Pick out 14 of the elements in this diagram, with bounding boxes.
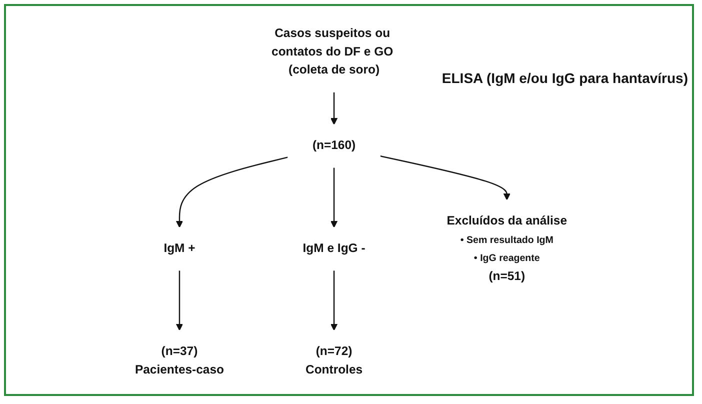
node-text: (n=72) Controles [305,344,363,376]
node-text: IgM + [164,241,196,256]
node-text: Casos suspeitos ou contatos do DF e GO (coleta de soro) [272,26,394,77]
arrow [380,155,510,200]
node-text: (n=37) Pacientes-caso [134,344,224,376]
method-note: ELISA (IgM e/ou IgG para hantavírus) [442,70,688,86]
arrow [176,156,288,228]
arrow [330,92,338,125]
arrow [330,270,338,331]
arrow [176,270,184,331]
node-text: Excluídos da análise • Sem resultado IgM • IgG reagente (n=51) [446,214,568,283]
arrow [330,167,338,228]
node-text: IgM e IgG - [302,241,366,256]
node-text: (n=160) [312,138,356,152]
